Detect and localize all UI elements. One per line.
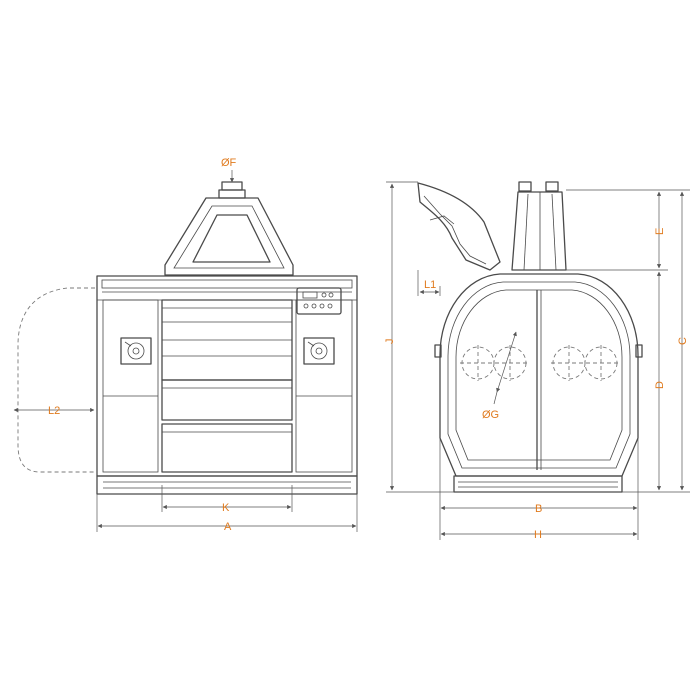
front-view [17,181,358,495]
label-k: K [222,502,230,514]
side-base [453,475,623,493]
control-panel [296,287,342,315]
side-hood [511,191,567,271]
front-panel-lower [161,423,293,473]
label-j: J [384,339,396,345]
side-view [417,181,643,493]
front-dimensions [13,170,358,532]
label-d: D [654,381,666,389]
hood-window [192,214,271,263]
side-exhaust [518,181,532,192]
exhaust-outlet [221,181,243,191]
label-e: E [654,228,666,235]
dimension-labels: ØF L2 K A L1 J E C D ØG B H [48,157,689,541]
front-hood [164,197,294,276]
machine-base [96,475,358,495]
label-g: ØG [482,409,499,421]
front-panel-middle [161,379,293,421]
gauge-left [120,337,152,365]
machine-body [96,275,358,477]
label-l2: L2 [48,405,60,417]
gauge-right [303,337,335,365]
hood-arm [417,182,501,271]
label-f: ØF [221,157,237,169]
label-h: H [534,529,542,541]
label-a: A [224,521,232,533]
side-drum-body [439,273,639,477]
door-swing-outline [17,287,95,473]
label-l1: L1 [424,279,436,291]
label-b: B [535,503,542,515]
side-dimensions [386,181,690,540]
label-c: C [677,337,689,345]
